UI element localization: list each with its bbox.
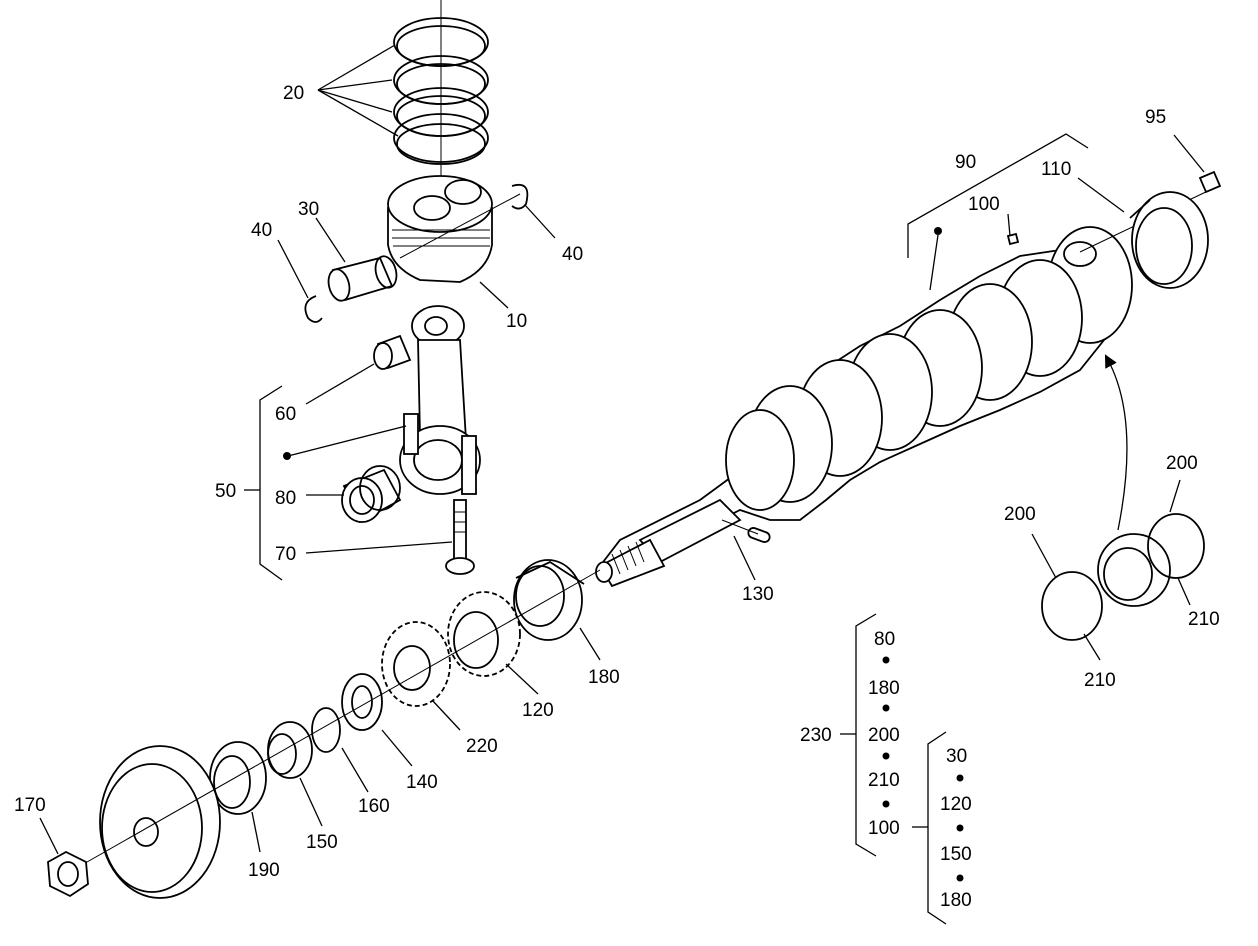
kit-100-item-4: 180 [940,890,972,911]
callout-95: 95 [1145,107,1166,128]
callout-110: 110 [1041,159,1071,180]
callout-60: 60 [275,404,296,425]
callout-180: 180 [588,667,620,688]
callout-170: 170 [14,795,46,816]
callout-20: 20 [283,83,304,104]
kit-230-item-5: 100 [868,818,900,839]
main-bearing-shell [1129,191,1209,289]
callout-190: 190 [248,860,280,881]
piston [387,175,521,283]
callout-140: 140 [406,772,438,793]
kit-230-label: 230 [800,725,832,746]
bracket-50 [244,385,291,581]
front-bearing [513,559,585,641]
circlip-right [511,183,529,210]
callout-90: 90 [955,152,976,173]
callout-80: 80 [275,488,296,509]
kit-100-item-1: 30 [946,746,967,767]
callout-40-left: 40 [251,220,272,241]
timing-gear [381,621,451,707]
kit-230-item-1: 80 [874,629,895,650]
callout-150: 150 [306,832,338,853]
crank-gear [447,591,521,677]
crank-pulley [79,569,601,899]
kit-100-item-3: 150 [940,844,972,865]
kit-230-item-2: 180 [868,678,900,699]
callout-210-bottom: 210 [1084,670,1116,691]
circlip-left [304,295,323,323]
crankshaft [595,189,1211,588]
callout-210-right: 210 [1188,609,1220,630]
callout-100: 100 [968,194,1000,215]
bracket-230 [840,613,890,857]
bracket-90 [907,133,1089,258]
callout-10: 10 [506,311,527,332]
connecting-rod [399,305,481,495]
piston-rings [393,0,489,200]
callout-200-right: 200 [1166,453,1198,474]
rear-bearing-assembly [1041,354,1205,641]
kit-230-item-3: 200 [868,725,900,746]
callout-70: 70 [275,544,296,565]
pulley-nut [47,850,89,898]
callout-40-right: 40 [562,244,583,265]
callout-50: 50 [215,481,236,502]
kit-230-item-4: 210 [868,770,900,791]
spacer [267,721,313,779]
callout-130: 130 [742,584,774,605]
woodruff-key [721,519,771,543]
big-end-bearing [341,465,402,524]
piston-pin [327,255,398,302]
leader-lines [39,44,1205,855]
callout-160: 160 [358,796,390,817]
dowel-small [1006,232,1020,246]
small-end-bush [373,334,412,370]
thrust-washer [341,673,383,731]
callout-labels: 20 30 40 40 10 60 50 80 70 90 95 110 100… [14,83,1220,911]
callout-120: 120 [522,700,554,721]
dowel-pin [1198,170,1222,194]
bracket-100 [912,731,964,925]
callout-30: 30 [298,199,319,220]
callout-220: 220 [466,736,498,757]
kit-100-item-2: 120 [940,794,972,815]
conrod-bolt [445,499,475,575]
o-ring [311,707,341,753]
callout-200-left: 200 [1004,504,1036,525]
